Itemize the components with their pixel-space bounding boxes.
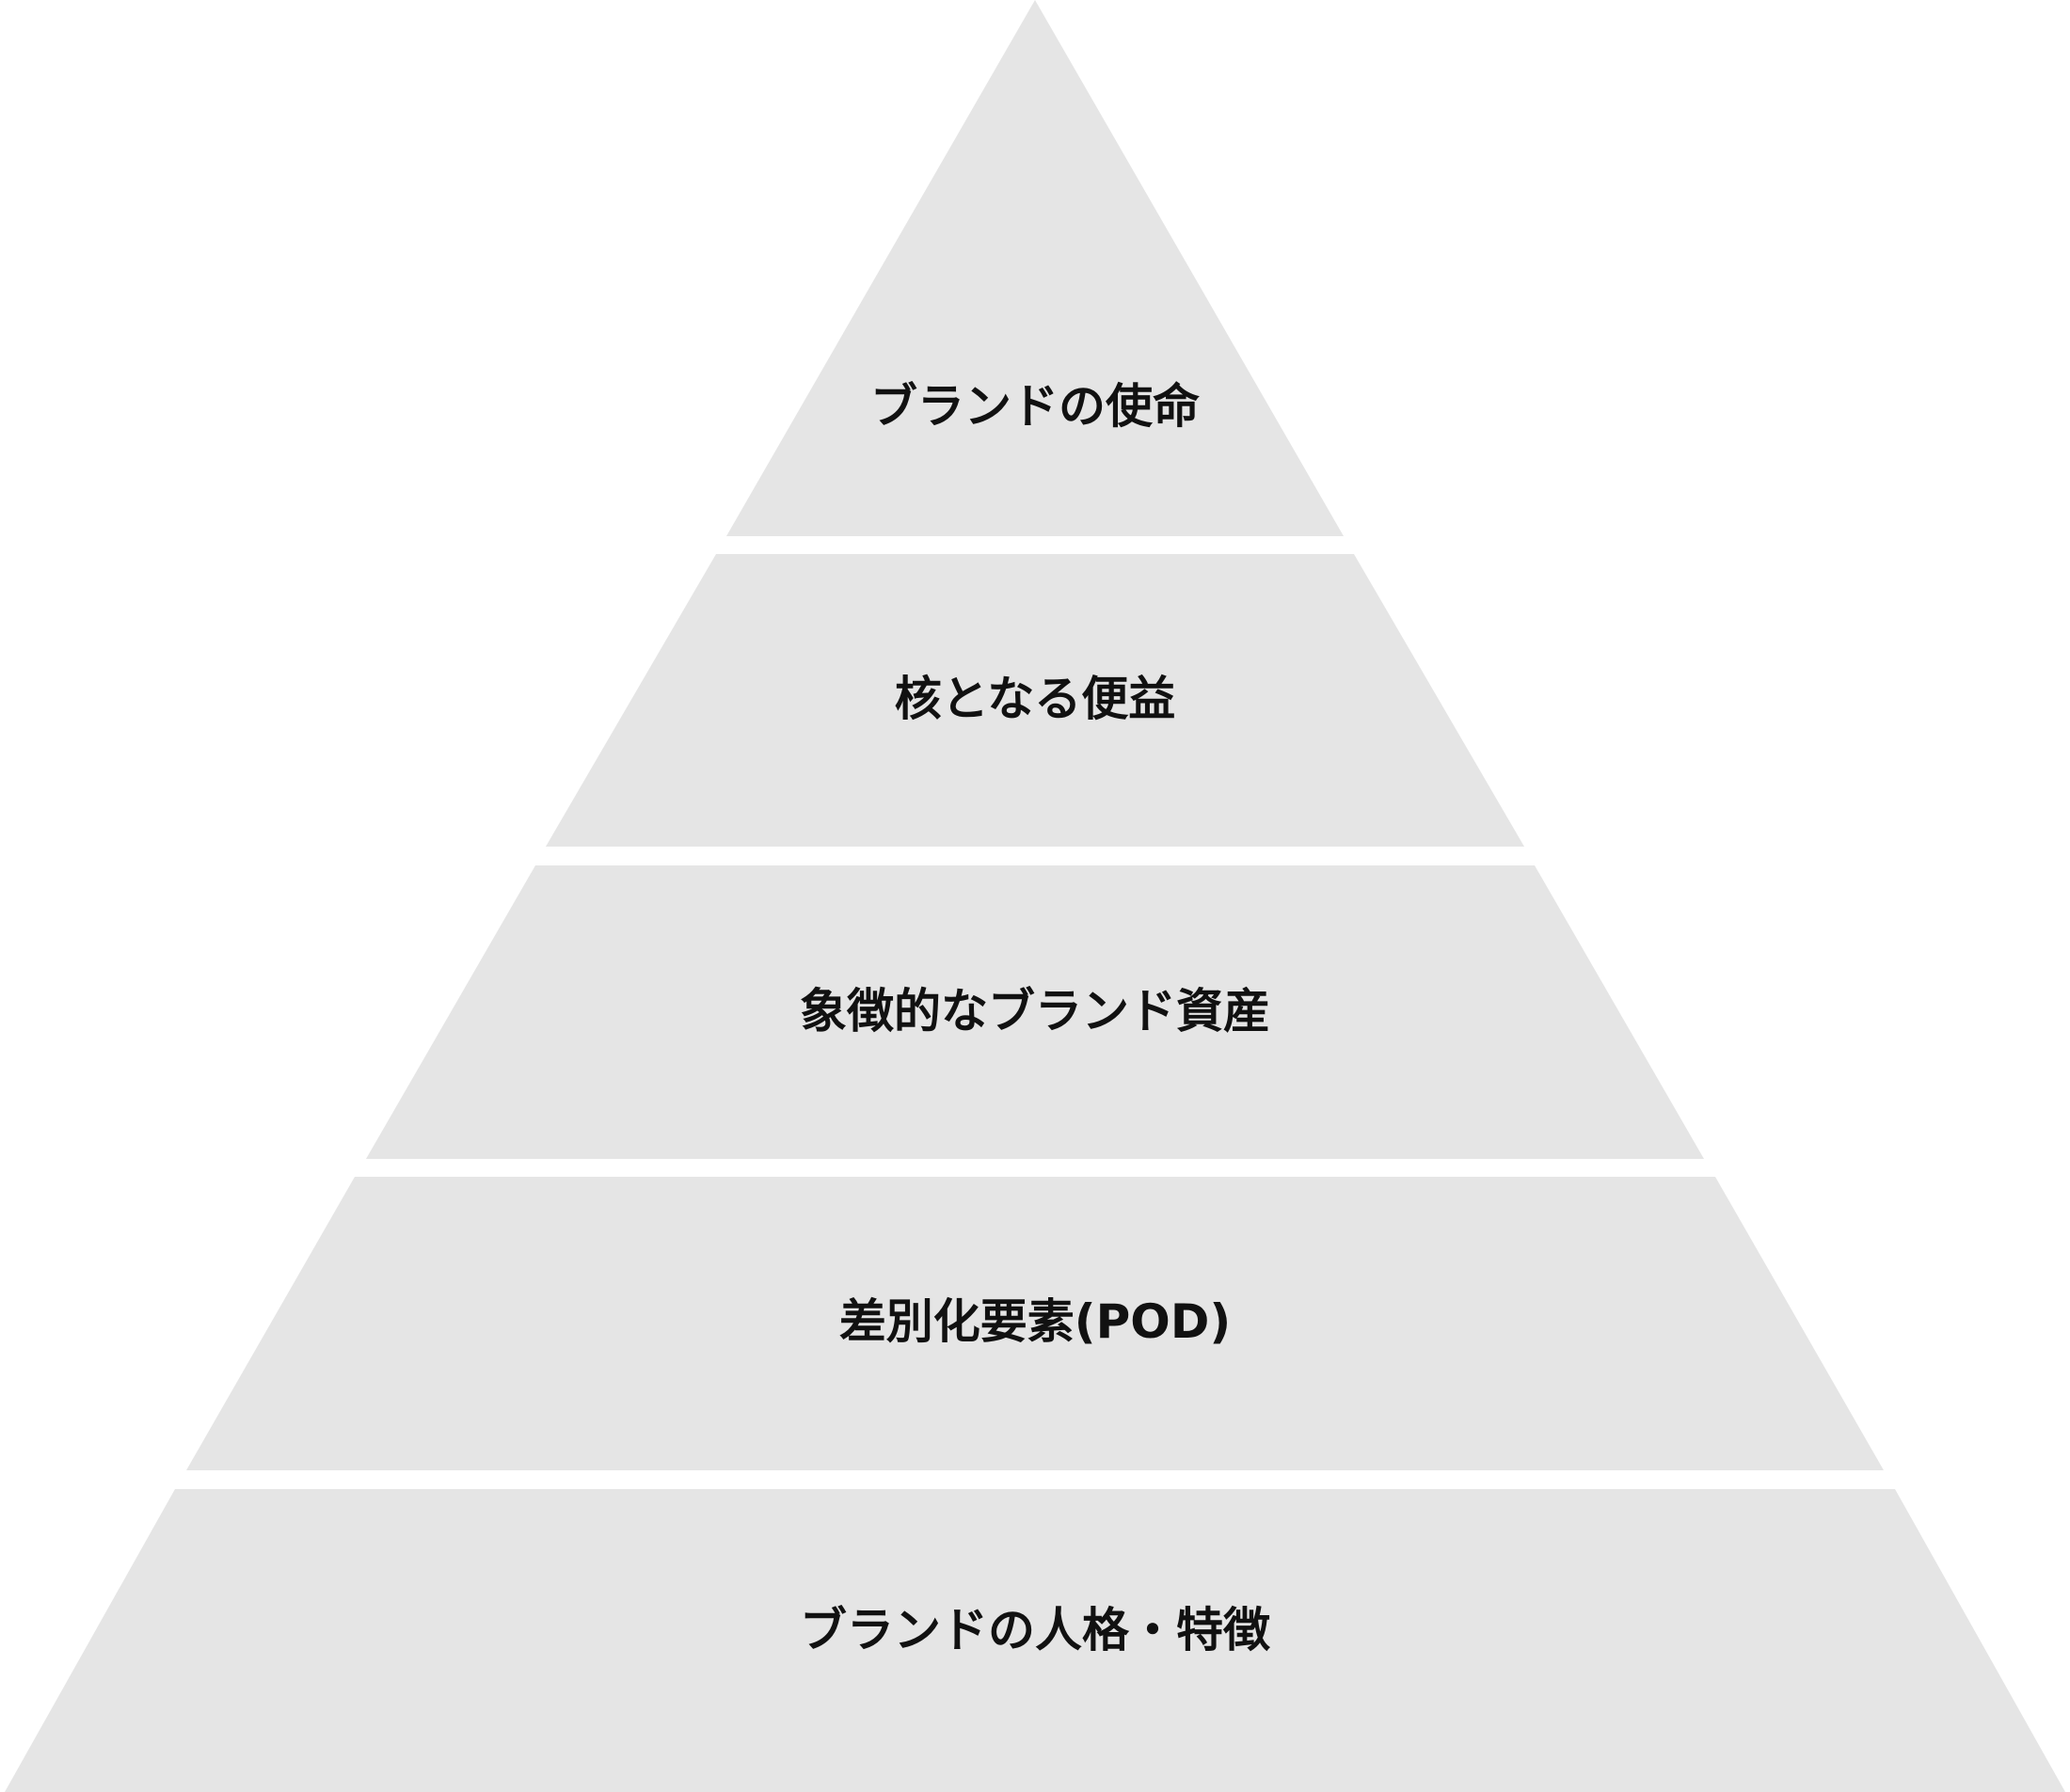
tier-label: ブランドの使命: [870, 379, 1200, 434]
pyramid-tier-symbolic-assets: 象徴的なブランド資産: [366, 865, 1704, 1159]
pyramid-tier-pod: 差別化要素(POD): [186, 1177, 1884, 1470]
tier-label: ブランドの人格・特徴: [800, 1603, 1271, 1657]
tier-shape: [726, 0, 1344, 536]
tier-shape: [366, 865, 1704, 1159]
tier-shape: [546, 554, 1524, 847]
tier-shape: [186, 1177, 1884, 1470]
pyramid-tier-mission: ブランドの使命: [726, 0, 1344, 536]
pyramid-tier-core-benefit: 核となる便益: [546, 554, 1524, 847]
tier-label: 差別化要素(POD): [839, 1294, 1231, 1349]
pyramid-tier-personality: ブランドの人格・特徴: [5, 1489, 2065, 1792]
tier-label: 象徴的なブランド資産: [800, 984, 1270, 1039]
tier-shape: [5, 1489, 2065, 1792]
tier-label: 核となる便益: [895, 672, 1176, 726]
